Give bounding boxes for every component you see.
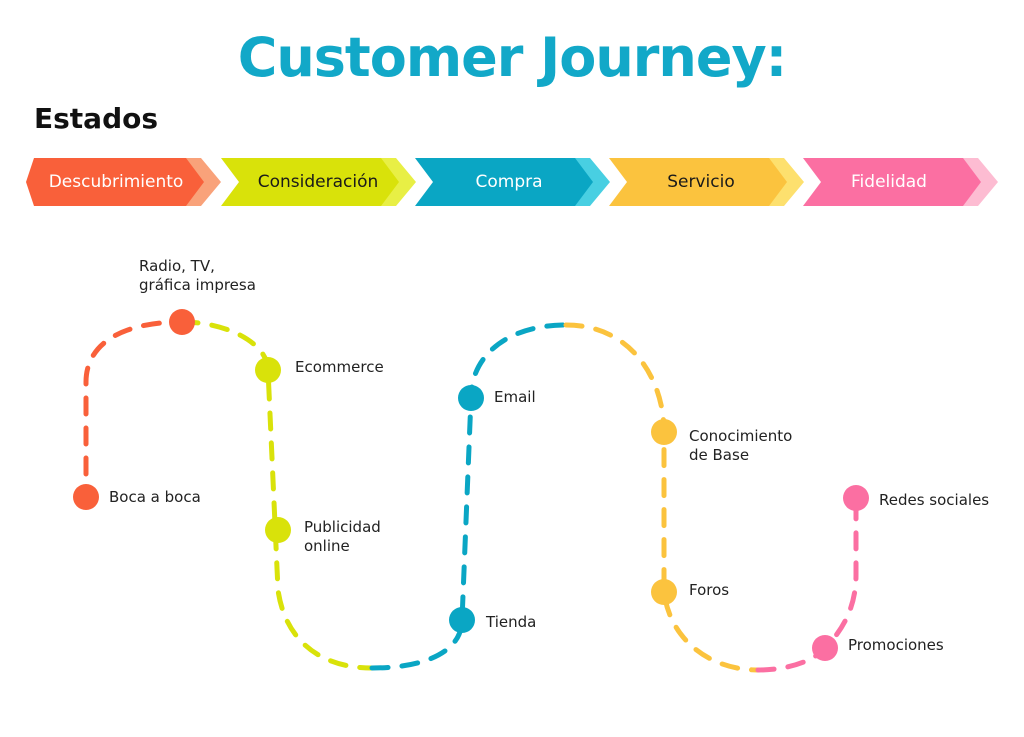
stage-chevron-shape bbox=[803, 158, 998, 206]
stage-label: Servicio bbox=[667, 172, 735, 192]
stage-compra: Compra bbox=[415, 158, 610, 206]
stage-label: Fidelidad bbox=[851, 172, 927, 192]
touchpoint-dot-promociones bbox=[812, 635, 838, 661]
touchpoint-label-promociones: Promociones bbox=[848, 636, 944, 654]
touchpoint-dot-email bbox=[458, 385, 484, 411]
touchpoint-label-email: Email bbox=[494, 388, 536, 406]
touchpoint-label-redes-sociales: Redes sociales bbox=[879, 491, 990, 509]
stage-chevron-shape bbox=[609, 158, 804, 206]
stage-label: Consideración bbox=[257, 172, 379, 192]
stage-consideracion: Consideración bbox=[221, 158, 416, 206]
stage-chevron-body bbox=[609, 158, 787, 206]
section-heading-estados: Estados bbox=[34, 102, 159, 135]
touchpoint-dot-boca-a-boca bbox=[73, 484, 99, 510]
touchpoint-dot-redes-sociales bbox=[843, 485, 869, 511]
touchpoint-label-conocimiento-de-base: Conocimiento de Base bbox=[689, 427, 793, 464]
stage-label: Compra bbox=[475, 172, 543, 192]
journey-segment-fidelidad bbox=[755, 495, 859, 673]
page-title: Customer Journey: bbox=[237, 26, 788, 89]
stage-chevron-body bbox=[415, 158, 593, 206]
journey-segment-descubrimiento bbox=[83, 319, 185, 477]
stage-chevron-body bbox=[803, 158, 981, 206]
touchpoint-label-tienda: Tienda bbox=[486, 613, 537, 631]
touchpoint-dot-publicidad-online bbox=[265, 517, 291, 543]
stage-descubrimiento: Descubrimiento bbox=[26, 158, 221, 206]
touchpoint-dot-foros bbox=[651, 579, 677, 605]
touchpoint-label-publicidad-online: Publicidad online bbox=[304, 518, 381, 555]
touchpoint-label-foros: Foros bbox=[689, 581, 730, 599]
touchpoint-dot-tienda bbox=[449, 607, 475, 633]
touchpoint-dot-conocimiento-de-base bbox=[651, 419, 677, 445]
touchpoint-label-ecommerce: Ecommerce bbox=[295, 358, 384, 376]
stage-chevron-shape bbox=[415, 158, 610, 206]
stage-chevron-shape bbox=[26, 158, 221, 206]
touchpoint-dot-radio-tv bbox=[169, 309, 195, 335]
stage-chevron-body bbox=[221, 158, 399, 206]
journey-segment-servicio bbox=[563, 322, 761, 673]
stage-servicio: Servicio bbox=[609, 158, 804, 206]
touchpoint-label-boca-a-boca: Boca a boca bbox=[109, 488, 201, 506]
stage-chevron-shape bbox=[221, 158, 416, 206]
stage-chevron-body bbox=[26, 158, 204, 206]
touchpoint-dot-ecommerce bbox=[255, 357, 281, 383]
stage-label: Descubrimiento bbox=[48, 172, 184, 192]
touchpoint-label-radio-tv: Radio, TV, gráfica impresa bbox=[139, 257, 256, 294]
stage-fidelidad: Fidelidad bbox=[803, 158, 998, 206]
journey-segment-consideracion bbox=[179, 319, 375, 671]
